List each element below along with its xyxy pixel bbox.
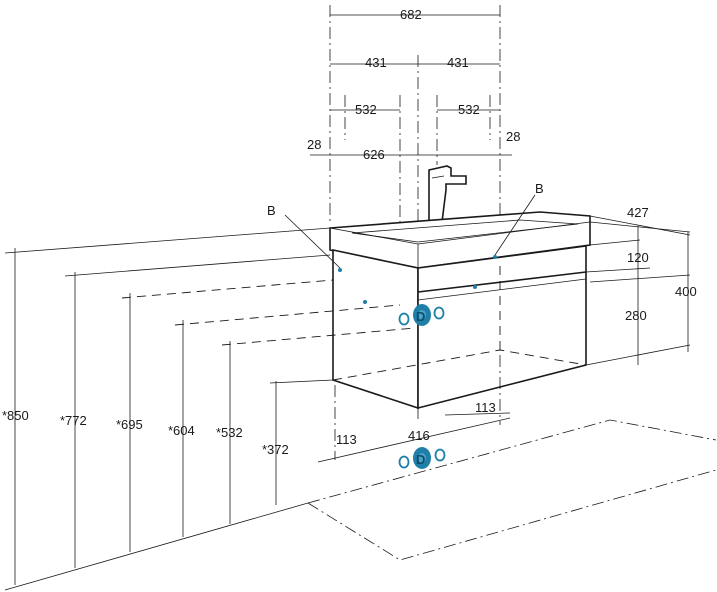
dim-top-height: 120 [627, 250, 649, 265]
dim-drawer-height: 280 [625, 308, 647, 323]
b-label-right: B [535, 181, 544, 196]
dim-height-604: *604 [168, 423, 195, 438]
d-label-upper: D [416, 309, 425, 324]
faucet [428, 165, 467, 223]
c-marker-lower-left [398, 455, 410, 469]
height-dimensions: *850 *772 *695 *604 *532 *372 [2, 248, 309, 591]
d-label-lower: D [416, 452, 425, 467]
b-label-left: B [267, 203, 276, 218]
dim-height-772: *772 [60, 413, 87, 428]
dim-bottom-right: 113 [475, 400, 496, 415]
dim-bottom-mid: 416 [408, 428, 430, 443]
dim-offset-right: 28 [506, 129, 520, 144]
c-marker-lower-right [434, 448, 446, 462]
dim-depth: 427 [627, 205, 649, 220]
dim-half-width-right: 431 [447, 55, 469, 70]
dim-body-height: 400 [675, 284, 697, 299]
mount-point-right [473, 285, 477, 289]
bottom-dimension-chain: 113 416 113 [317, 355, 511, 463]
dim-bottom-left: 113 [336, 432, 357, 447]
dim-height-695: *695 [116, 417, 143, 432]
b-marker-left [338, 268, 342, 272]
dim-height-372: *372 [262, 442, 289, 457]
dim-half-width-left: 431 [365, 55, 387, 70]
dim-mount-right: 532 [458, 102, 480, 117]
pipe-outlet-upper: D [398, 304, 445, 326]
c-marker-upper-right [433, 306, 445, 320]
b-marker-right [493, 255, 497, 259]
dim-bowl-width: 626 [363, 147, 385, 162]
cabinet [332, 245, 587, 410]
dim-offset-left: 28 [307, 137, 321, 152]
dim-height-850: *850 [2, 408, 29, 423]
side-dimensions: 427 120 280 400 [589, 205, 697, 365]
dim-overall-width: 682 [400, 7, 422, 22]
dim-height-532: *532 [216, 425, 243, 440]
floor-plane [307, 419, 717, 561]
top-dimension-chain: 682 431 431 532 532 28 626 28 [307, 5, 520, 420]
c-marker-upper-left [398, 312, 410, 326]
b-callouts: B B [267, 181, 544, 304]
dim-mount-left: 532 [355, 102, 377, 117]
pipe-outlet-lower: D [398, 447, 446, 469]
mount-point-left [363, 300, 367, 304]
